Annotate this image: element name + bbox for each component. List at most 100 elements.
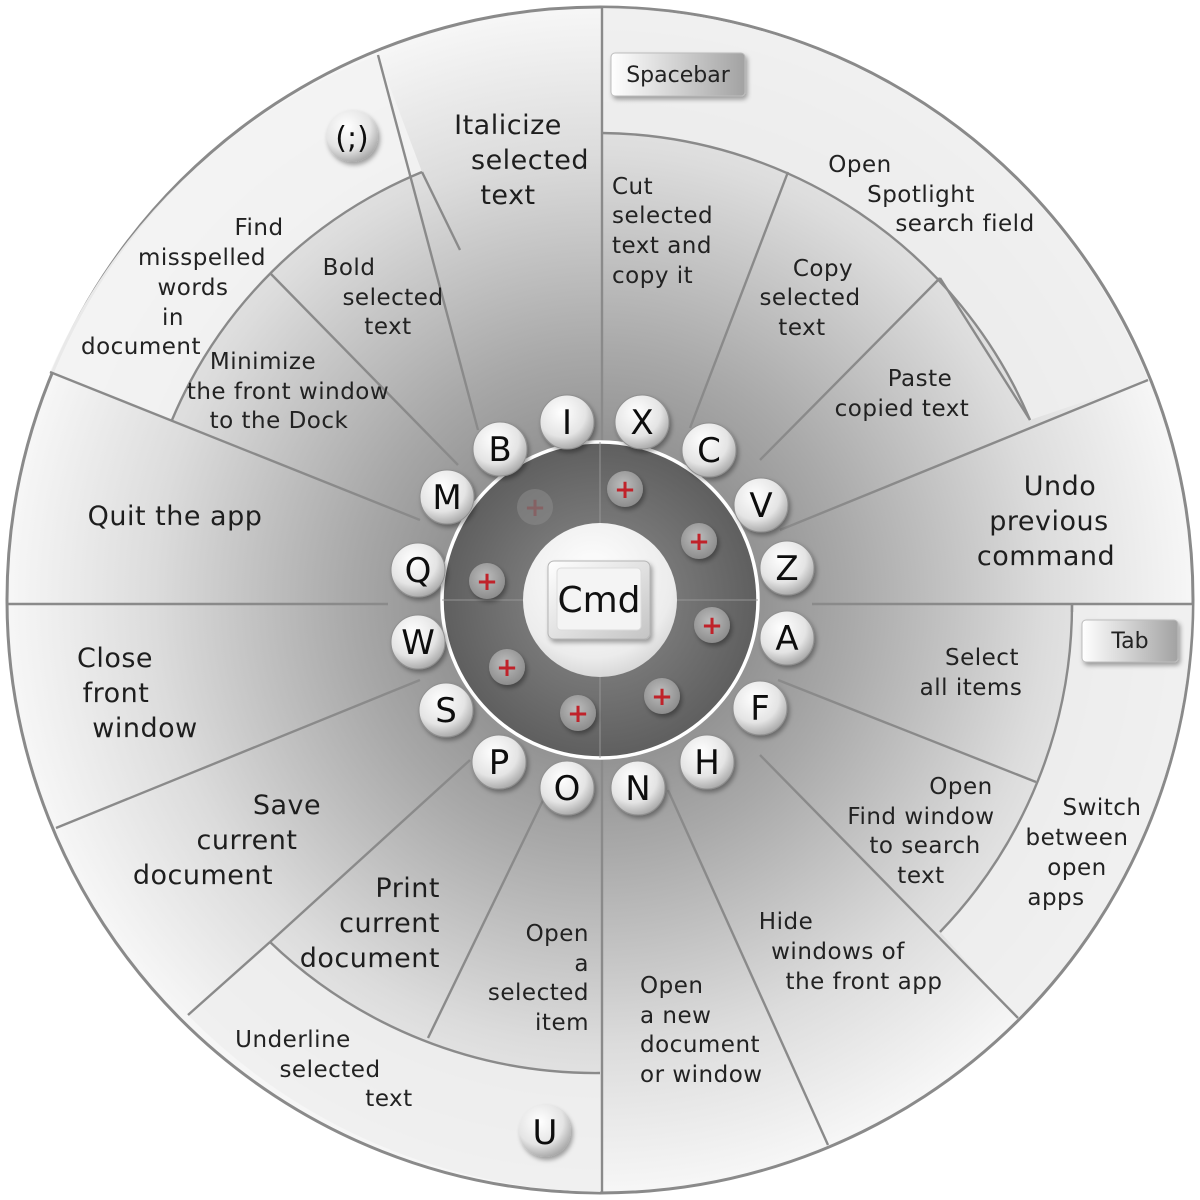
key-cap-z[interactable]: Z <box>759 540 815 596</box>
key-cap-s[interactable]: S <box>418 682 474 738</box>
label-line: selected <box>759 285 860 311</box>
key-cap-o[interactable]: O <box>539 760 595 816</box>
label-line: Quit the app <box>88 501 263 532</box>
key-cap-i[interactable]: I <box>539 394 595 450</box>
key-cap-q[interactable]: Q <box>390 542 446 598</box>
label-line: a <box>574 951 589 977</box>
key-cap-a[interactable]: A <box>759 610 815 666</box>
label-line: to the Dock <box>210 408 349 434</box>
label-line: copy it <box>612 263 693 289</box>
label-line: selected <box>471 145 589 176</box>
label-italicize: Italicize selected text <box>454 110 589 211</box>
key-cap-label: Z <box>775 549 798 589</box>
semicolon-key[interactable]: (;) <box>326 110 378 162</box>
svg-text:+: + <box>476 567 498 597</box>
label-line: command <box>977 541 1115 572</box>
label-line: misspelled <box>138 245 266 271</box>
outer-band-wedge-tab <box>940 604 1192 1018</box>
u-key[interactable]: U <box>519 1105 571 1157</box>
label-line: selected <box>612 203 713 229</box>
key-cap-label: Q <box>405 551 432 591</box>
semicolon-key-label: (;) <box>335 121 369 156</box>
key-cap-f[interactable]: F <box>732 680 788 736</box>
svg-text:+: + <box>651 682 673 712</box>
label-line: Open <box>526 921 589 947</box>
spacebar-tag-label: Spacebar <box>626 63 730 88</box>
label-undo: Undo previous command <box>977 471 1115 572</box>
key-cap-label: C <box>697 431 721 471</box>
key-cap-label: H <box>694 743 720 783</box>
key-cap-label: M <box>432 478 461 518</box>
label-select-all: Select all items <box>920 645 1023 701</box>
plus-marker: + <box>681 523 717 559</box>
label-line: document <box>81 334 201 360</box>
label-line: a new <box>640 1003 711 1029</box>
key-cap-x[interactable]: X <box>614 394 670 450</box>
label-line: item <box>535 1010 589 1036</box>
key-cap-b[interactable]: B <box>472 421 528 477</box>
label-line: Copy <box>793 256 853 282</box>
label-line: text and <box>612 233 712 259</box>
label-line: Spotlight <box>867 182 975 208</box>
key-cap-label: O <box>554 769 581 809</box>
label-line: current <box>339 908 440 939</box>
key-cap-v[interactable]: V <box>733 477 789 533</box>
svg-text:+: + <box>701 611 723 641</box>
hub-spokes <box>442 442 758 758</box>
cmd-key-label: Cmd <box>557 580 640 621</box>
label-line: all items <box>920 675 1023 701</box>
label-line: apps <box>1027 885 1084 911</box>
key-cap-m[interactable]: M <box>419 469 475 525</box>
label-line: Open <box>640 973 703 999</box>
key-cap-c[interactable]: C <box>681 422 737 478</box>
label-line: open <box>1047 855 1106 881</box>
outer-band-wedge-u <box>188 942 600 1192</box>
label-line: search field <box>895 211 1034 237</box>
key-cap-label: P <box>489 743 510 783</box>
label-line: the front window <box>187 379 389 405</box>
key-cap-label: I <box>562 403 572 443</box>
key-cap-label: V <box>749 486 772 526</box>
label-line: Undo <box>1024 471 1097 502</box>
key-cap-h[interactable]: H <box>679 734 735 790</box>
label-line: Select <box>945 645 1019 671</box>
u-key-label: U <box>533 1113 558 1153</box>
label-line: Italicize <box>454 110 562 141</box>
key-cap-p[interactable]: P <box>471 734 527 790</box>
svg-text:+: + <box>496 653 518 683</box>
label-line: text <box>480 180 535 211</box>
label-line: words <box>157 275 228 301</box>
label-line: current <box>197 825 298 856</box>
plus-marker: + <box>560 695 596 731</box>
key-cap-label: S <box>435 691 457 731</box>
key-cap-label: X <box>630 403 653 443</box>
plus-marker: + <box>644 678 680 714</box>
plus-marker: + <box>469 563 505 599</box>
tab-tag: Tab <box>1081 619 1179 663</box>
label-line: front <box>83 678 150 709</box>
key-cap-label: W <box>401 623 435 663</box>
label-line: text <box>364 314 411 340</box>
key-cap-n[interactable]: N <box>610 760 666 816</box>
label-line: document <box>133 860 273 891</box>
label-line: document <box>300 943 440 974</box>
svg-text:+: + <box>524 493 546 523</box>
cmd-key[interactable]: Cmd <box>523 523 677 677</box>
label-line: Hide <box>759 909 813 935</box>
label-line: windows of <box>771 939 905 965</box>
key-cap-w[interactable]: W <box>390 614 446 670</box>
label-line: Close <box>77 643 153 674</box>
label-line: previous <box>989 506 1108 537</box>
label-line: text <box>365 1086 412 1112</box>
